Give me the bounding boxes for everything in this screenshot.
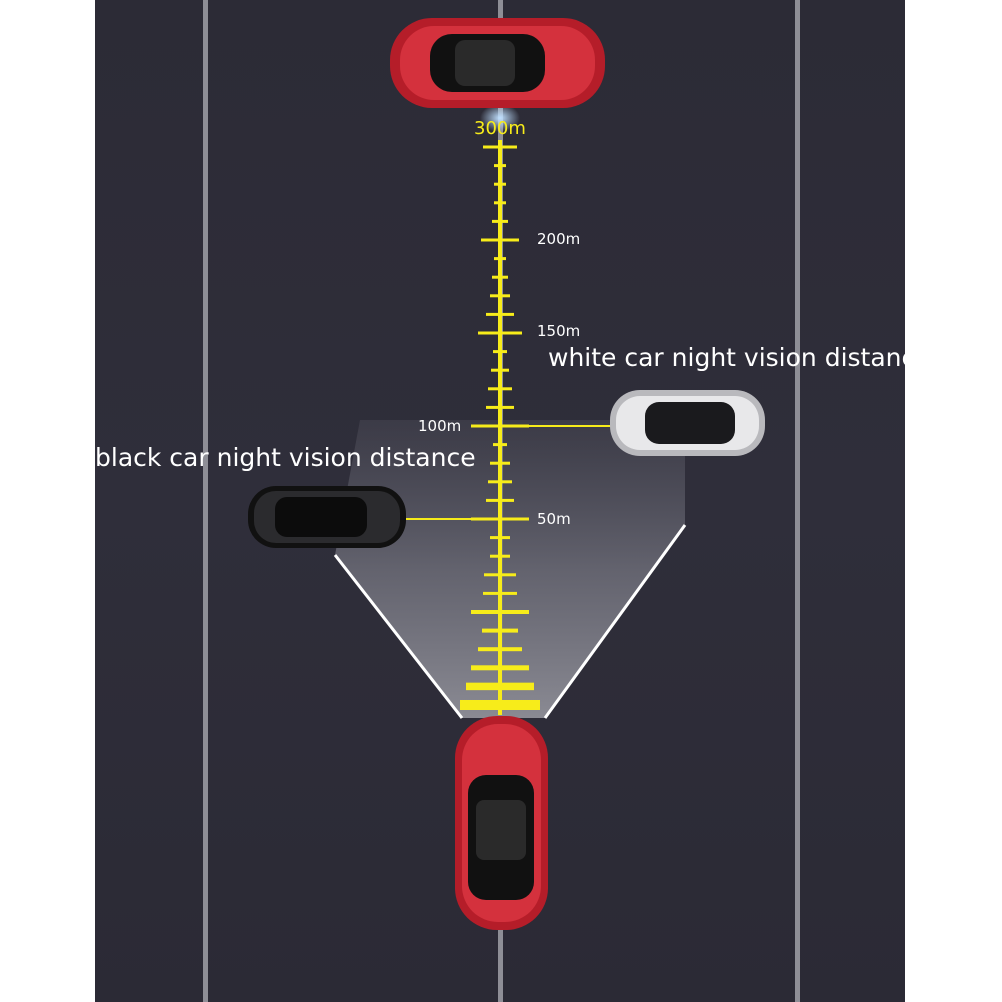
ruler-tick bbox=[486, 312, 514, 316]
ruler-ticks bbox=[460, 145, 540, 710]
ruler-tick bbox=[490, 536, 510, 540]
distance-50m: 50m bbox=[537, 510, 571, 528]
ruler-tick bbox=[492, 219, 508, 223]
ruler-tick bbox=[471, 610, 529, 614]
ruler-glow bbox=[480, 104, 520, 132]
ruler-tick bbox=[494, 201, 506, 205]
distance-150m: 150m bbox=[537, 322, 581, 340]
white-car-label: white car night vision distance bbox=[548, 343, 931, 372]
ruler-tick bbox=[488, 387, 512, 391]
ruler-tick bbox=[483, 145, 517, 149]
ruler-tick bbox=[490, 461, 510, 465]
ruler-tick bbox=[486, 405, 514, 409]
ruler-tick bbox=[484, 573, 516, 577]
black-car bbox=[248, 486, 406, 548]
red-car-top bbox=[390, 18, 605, 108]
ruler-tick bbox=[483, 591, 517, 595]
distance-200m: 200m bbox=[537, 230, 581, 248]
white-car bbox=[610, 390, 765, 456]
ruler-tick bbox=[471, 665, 529, 671]
ruler-tick bbox=[491, 368, 509, 372]
ruler-tick bbox=[493, 350, 507, 354]
distance-300m: 300m bbox=[474, 118, 526, 139]
cone-edge-right bbox=[543, 524, 687, 719]
ruler-tick bbox=[478, 331, 522, 335]
ruler-tick bbox=[486, 498, 514, 502]
ruler-tick bbox=[466, 682, 534, 691]
black-car-label: black car night vision distance bbox=[95, 443, 476, 472]
cone-edge-left bbox=[333, 554, 464, 719]
ruler-tick bbox=[490, 554, 510, 558]
ruler-tick bbox=[490, 294, 510, 298]
red-car-bottom bbox=[455, 716, 548, 930]
ruler-tick bbox=[488, 480, 512, 484]
ruler-tick bbox=[494, 182, 506, 186]
ruler-tick bbox=[492, 275, 508, 279]
distance-100m: 100m bbox=[418, 417, 462, 435]
ruler-tick bbox=[493, 443, 507, 447]
ruler-tick bbox=[482, 628, 518, 633]
ruler-tick bbox=[494, 257, 506, 261]
ruler-tick bbox=[460, 700, 540, 710]
ruler-tick bbox=[481, 238, 519, 242]
ruler-tick bbox=[478, 647, 522, 652]
ruler-tick bbox=[471, 517, 529, 521]
ruler-tick bbox=[494, 164, 506, 168]
